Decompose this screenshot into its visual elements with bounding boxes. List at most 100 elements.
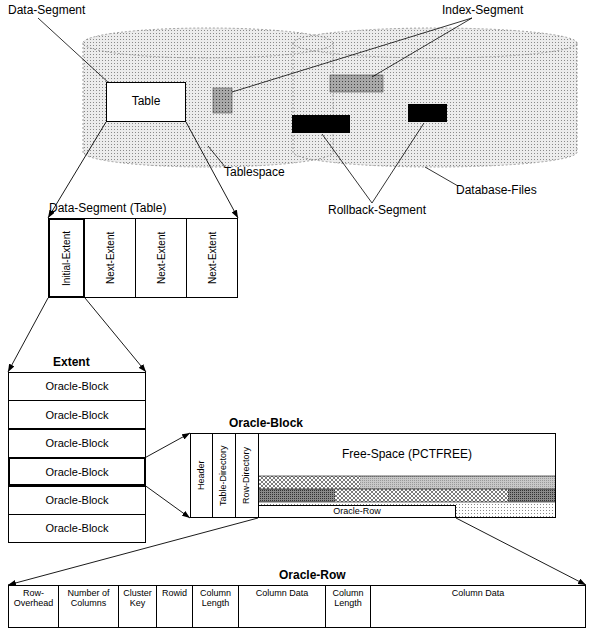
block-header: Header [190, 433, 213, 518]
cylinder-outline [293, 43, 577, 167]
cylinder-body [293, 43, 577, 152]
callout-label: Database-Files [456, 184, 537, 197]
node-heading: Data-Segment (Table) [49, 202, 166, 215]
block-box: Oracle-BlockHeaderTable-DirectoryRow-Dir… [190, 433, 556, 518]
node-text: Column Data [371, 586, 585, 627]
node-text: Oracle-Block [10, 459, 144, 484]
cylinder-outline [293, 28, 577, 58]
row-field: Column Data [238, 585, 326, 628]
row-line [258, 489, 556, 490]
zoom-arrow [186, 122, 238, 218]
zoom-arrow [146, 486, 190, 518]
node-text: Oracle-Row [259, 506, 455, 517]
node-text: Next-Extent [136, 219, 186, 297]
segment-box: Data-Segment (Table)Initial-ExtentNext-E… [48, 218, 238, 298]
block-rows [190, 433, 556, 518]
index-segment [213, 88, 232, 113]
database-file-cylinders [83, 28, 577, 167]
node-text: Oracle-Block [9, 430, 145, 457]
row-fill [456, 505, 556, 518]
table-directory: Table-Directory [212, 433, 236, 518]
zoom-arrow [8, 518, 258, 585]
callout-label: Index-Segment [442, 4, 523, 17]
leader-line [425, 167, 458, 186]
node-text: Oracle-Block [9, 401, 145, 428]
block-cell: Oracle-Block [8, 372, 146, 401]
extent-cell: Next-Extent [135, 218, 187, 298]
row-box: Oracle-Row [258, 505, 456, 518]
row-fill [508, 489, 556, 502]
callout-label: Tablespace [224, 166, 285, 179]
leader-line [208, 146, 226, 168]
row-structure-box: Oracle-RowRow-OverheadNumber of ColumnsC… [8, 585, 586, 628]
row-directory: Row-Directory [235, 433, 259, 518]
zoom-arrow [456, 518, 586, 585]
row-field: Column Length [192, 585, 239, 628]
node-text: Initial-Extent [50, 220, 83, 296]
free-space: Free-Space (PCTFREE) [258, 433, 556, 476]
node-text: Row-Overhead [9, 586, 58, 627]
callout-label: Data-Segment [8, 4, 85, 17]
zoom-arrow [48, 122, 106, 218]
cylinder-outlines [83, 28, 577, 167]
leader-line [232, 18, 472, 92]
leader-line [322, 134, 372, 203]
zoom-arrow [146, 433, 190, 457]
extent-box: ExtentOracle-BlockOracle-BlockOracle-Blo… [8, 372, 146, 543]
row-field: Column Data [370, 585, 586, 628]
cylinder-top [293, 28, 577, 58]
node-text: Oracle-Block [9, 487, 145, 514]
leader-line [372, 123, 424, 203]
cylinder-outline [83, 28, 333, 58]
block-cell: Oracle-Block [8, 429, 146, 458]
extent-cell: Next-Extent [186, 218, 238, 298]
row-field: Rowid [156, 585, 193, 628]
node-text: Free-Space (PCTFREE) [258, 433, 556, 476]
node-text: Next-Extent [85, 219, 135, 297]
node-text: Oracle-Block [9, 515, 145, 542]
block-cell: Oracle-Block [8, 457, 146, 486]
node-text: Column Length [326, 586, 370, 627]
row-fill [335, 489, 508, 502]
node-text: Next-Extent [187, 219, 237, 297]
row-line [258, 476, 556, 477]
leader-line [372, 18, 472, 77]
block-cell: Oracle-Block [8, 400, 146, 429]
row-line [258, 502, 556, 503]
row-field: Row-Overhead [8, 585, 59, 628]
block-cell: Oracle-Block [8, 486, 146, 515]
cylinder-outline [83, 43, 333, 167]
node-text: Cluster Key [119, 586, 156, 627]
zoom-arrow [8, 298, 48, 372]
extent-cell: Initial-Extent [48, 218, 85, 298]
node-text: Column Data [239, 586, 325, 627]
node-text: Table-Directory [213, 434, 235, 517]
leader-lines [38, 18, 472, 203]
block-cell: Oracle-Block [8, 514, 146, 543]
node-text: Table [107, 83, 185, 121]
row-field: Column Length [325, 585, 371, 628]
extent-cell: Next-Extent [84, 218, 136, 298]
row-fill [360, 476, 556, 489]
row-field: Number of Columns [58, 585, 119, 628]
zoom-arrow [85, 298, 146, 372]
node-text: Header [191, 434, 212, 517]
callout-label: Rollback-Segment [328, 204, 426, 217]
row-lines [258, 476, 556, 502]
index-segment [330, 75, 383, 92]
node-text: Rowid [157, 586, 192, 627]
block-background [190, 433, 556, 518]
node-heading: Oracle-Block [229, 417, 303, 430]
table-box: Table [106, 82, 186, 122]
node-text: Number of Columns [59, 586, 118, 627]
rollback-segment [292, 115, 350, 133]
node-heading: Extent [53, 356, 90, 369]
node-text: Oracle-Block [9, 373, 145, 400]
rollback-segment [408, 104, 447, 122]
node-text: Column Length [193, 586, 238, 627]
